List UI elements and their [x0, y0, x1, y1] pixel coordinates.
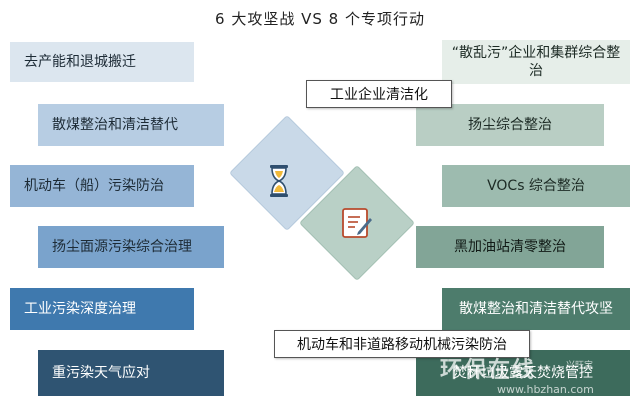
watermark-brand: 环保在线	[440, 358, 537, 383]
right-item-3: VOCs 综合整治	[442, 165, 630, 207]
diagram-title: 6 大攻坚战 VS 8 个专项行动	[215, 10, 425, 28]
left-item-4: 扬尘面源污染综合治理	[38, 226, 224, 268]
document-edit-icon	[342, 208, 372, 238]
right-item-1: “散乱污”企业和集群综合整治	[442, 40, 630, 84]
right-item-5: 散煤整治和清洁替代攻坚	[442, 288, 630, 330]
right-item-2: 扬尘综合整治	[416, 104, 604, 146]
tooltip-industrial-clean: 工业企业清洁化	[306, 80, 452, 108]
watermark-tag: 兴旺宝	[566, 361, 594, 371]
left-item-5: 工业污染深度治理	[10, 288, 194, 330]
tooltip-vehicle-pollution: 机动车和非道路移动机械污染防治	[274, 330, 530, 358]
left-item-2: 散煤整治和清洁替代	[38, 104, 224, 146]
left-item-1: 去产能和退城搬迁	[10, 42, 194, 82]
hourglass-icon	[270, 165, 288, 197]
left-item-6: 重污染天气应对	[38, 350, 224, 396]
right-item-4: 黑加油站清零整治	[416, 226, 604, 268]
watermark-url: www.hbzhan.com	[497, 383, 594, 396]
left-item-3: 机动车（船）污染防治	[10, 165, 194, 207]
